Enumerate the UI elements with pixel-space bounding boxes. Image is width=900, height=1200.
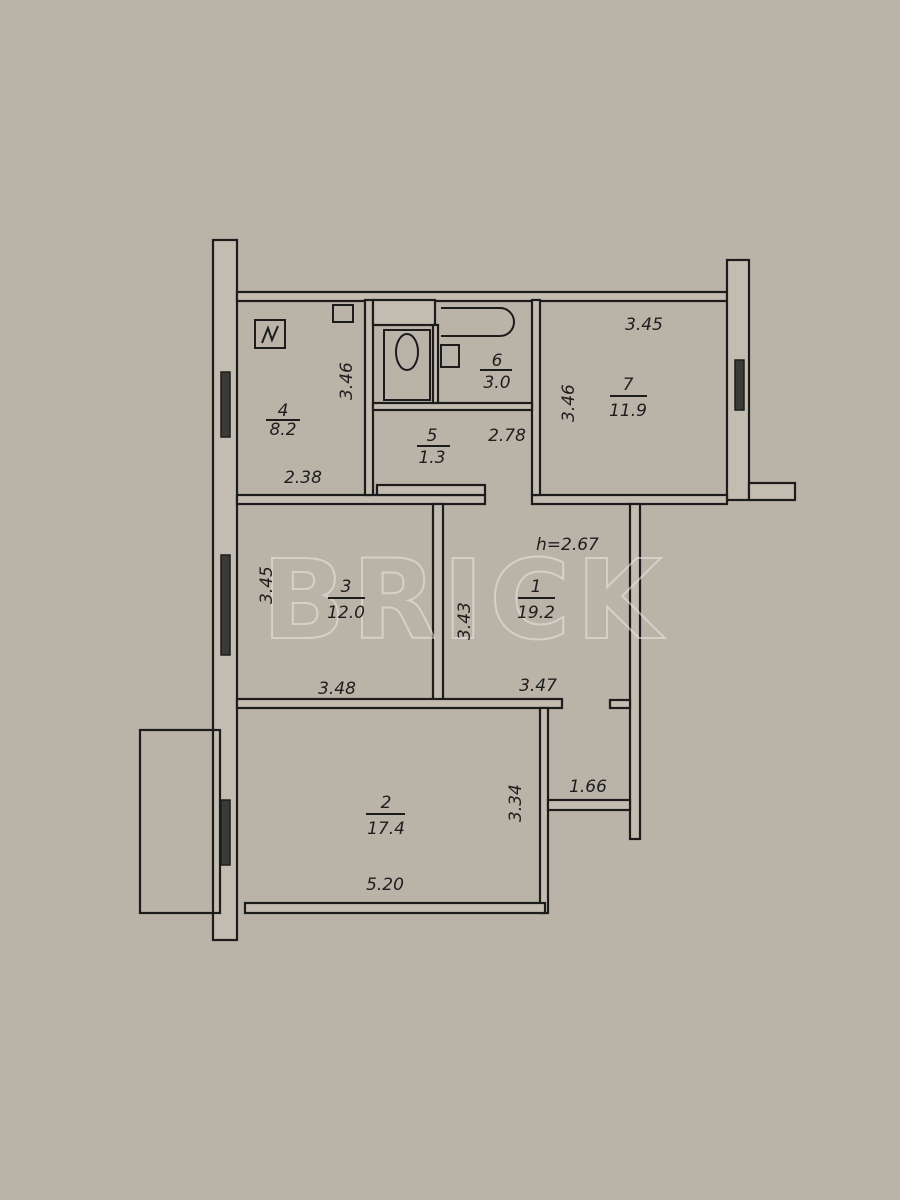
room-5-area: 1.3 (418, 448, 445, 468)
room1-width: 3.47 (519, 676, 557, 696)
room-2-area: 17.4 (367, 819, 405, 839)
room5-width: 2.78 (488, 426, 526, 446)
hall-width: 1.66 (569, 777, 607, 797)
room-1-number: 1 (531, 577, 542, 597)
room-4-area: 8.2 (269, 420, 296, 440)
sink-icon (332, 304, 354, 323)
room7-width: 3.45 (625, 315, 663, 335)
fixtures (254, 304, 515, 401)
windows (220, 359, 745, 866)
ceiling-height: h=2.67 (536, 535, 599, 555)
room-3-area: 12.0 (327, 603, 365, 623)
room2-width: 5.20 (366, 875, 404, 895)
room-3-number: 3 (341, 577, 352, 597)
room2-height: 3.34 (506, 784, 526, 822)
room4-height: 3.46 (337, 362, 357, 400)
watermark: BRICK (262, 536, 667, 664)
stove-icon (254, 319, 286, 349)
room-2-number: 2 (381, 793, 392, 813)
washbasin-icon (440, 344, 460, 368)
room3-width: 3.48 (318, 679, 356, 699)
room3-height: 3.45 (257, 566, 277, 604)
room-5-number: 5 (427, 426, 438, 446)
room-7-area: 11.9 (609, 401, 647, 421)
walls (138, 238, 797, 942)
room4-width: 2.38 (284, 468, 322, 488)
room-7-number: 7 (623, 375, 634, 395)
room-1-area: 19.2 (517, 603, 555, 623)
dimension-labels: 3.46 2.38 2.78 3.46 3.45 3.45 3.48 3.43 … (257, 315, 663, 895)
room-6-number: 6 (492, 351, 503, 371)
room-6-area: 3.0 (483, 373, 510, 393)
room7-height: 3.46 (559, 384, 579, 422)
room1-height: 3.43 (455, 602, 475, 640)
room-4-number: 4 (278, 401, 289, 421)
toilet-icon (383, 329, 431, 401)
bathtub-icon (441, 307, 515, 337)
room-labels: 1 19.2 2 17.4 3 12.0 4 8.2 5 1.3 6 3.0 7… (266, 351, 647, 839)
